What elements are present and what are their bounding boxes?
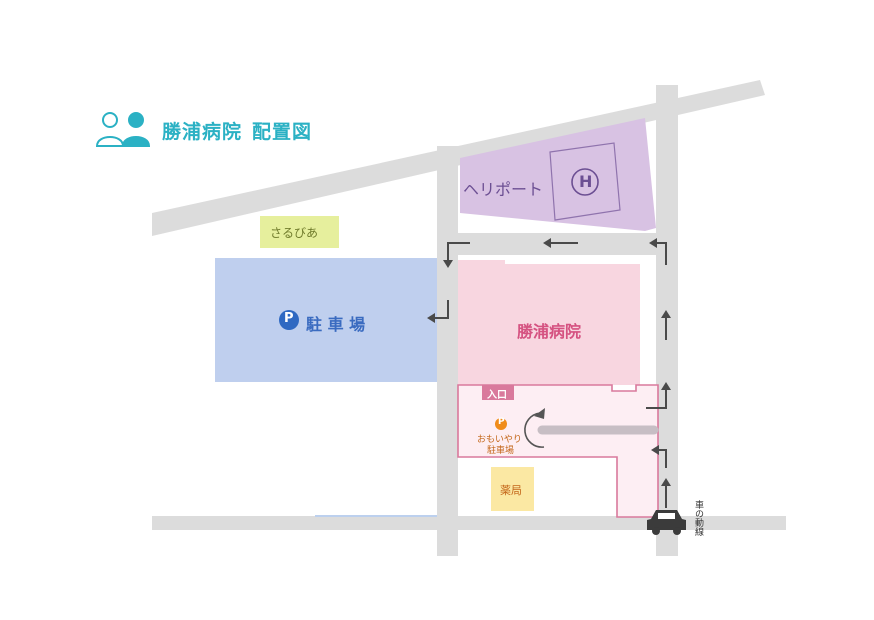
entrance-label: 入口 (487, 390, 507, 401)
heliport-label: ヘリポート (463, 180, 544, 199)
car-route-label: 車の動線 (693, 500, 703, 536)
road-bottom (152, 516, 786, 530)
entrance-zone (457, 384, 659, 518)
parking-area (215, 258, 437, 382)
heliport-pad (549, 142, 621, 221)
title-hospital: 勝浦病院 (162, 121, 243, 143)
heliport-h-icon: H (579, 172, 593, 191)
diagonal-road (152, 80, 765, 236)
saruvia-label: さるびあ (270, 226, 319, 240)
omoiyari-parking-icon (495, 418, 507, 430)
hospital-building (458, 260, 640, 385)
omoiyari-label-1: おもいやり (477, 435, 522, 445)
heliport-area (460, 118, 656, 231)
people-icon (95, 112, 151, 147)
map-title: 勝浦病院配置図 (162, 117, 312, 144)
omoiyari-p-label: P (498, 417, 505, 427)
heliport-circle (571, 168, 599, 196)
parking-label: 駐 車 場 (306, 315, 366, 334)
pharmacy-label: 薬局 (500, 484, 522, 497)
entrance-badge (482, 385, 514, 400)
route-arrows (427, 238, 671, 508)
turn-arrow (524, 412, 545, 448)
omoiyari-label-2: 駐車場 (487, 446, 515, 456)
turn-arrow-head (534, 408, 545, 419)
road-left-vertical (437, 146, 458, 556)
hospital-label: 勝浦病院 (517, 322, 582, 341)
parking-p-icon (279, 310, 299, 330)
saruvia-block (260, 216, 339, 248)
title-suffix: 配置図 (252, 121, 313, 143)
car-icon (647, 510, 686, 535)
pharmacy-block (491, 467, 534, 511)
parking-p-label: P (284, 311, 294, 326)
